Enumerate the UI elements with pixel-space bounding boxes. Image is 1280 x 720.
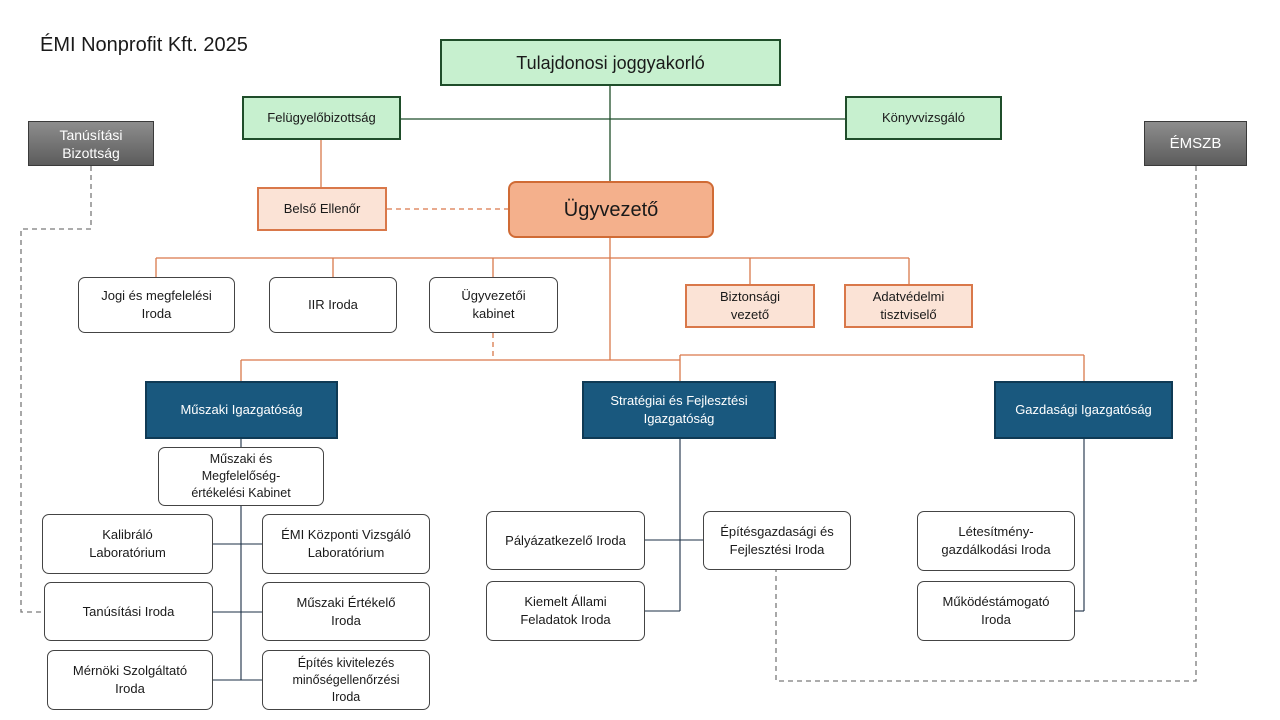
chart-title: ÉMI Nonprofit Kft. 2025	[40, 34, 248, 56]
ceo-cabinet-box: Ügyvezetői kabinet	[429, 277, 558, 333]
internal-auditor-box: Belső Ellenőr	[257, 187, 387, 231]
iir-office-box: IIR Iroda	[269, 277, 397, 333]
technical-evaluator-box: Műszaki Értékelő Iroda	[262, 582, 430, 641]
strategy-directorate-box: Stratégiai és Fejlesztési Igazgatóság	[582, 381, 776, 439]
operations-support-box: Működéstámogató Iroda	[917, 581, 1075, 641]
state-tasks-box: Kiemelt Állami Feladatok Iroda	[486, 581, 645, 641]
legal-office-box: Jogi és megfelelési Iroda	[78, 277, 235, 333]
technical-cabinet-box: Műszaki és Megfelelőség- értékelési Kabi…	[158, 447, 324, 506]
data-protection-officer-box: Adatvédelmi tisztviselő	[844, 284, 973, 328]
economic-directorate-box: Gazdasági Igazgatóság	[994, 381, 1173, 439]
auditor-box: Könyvvizsgáló	[845, 96, 1002, 140]
emszb-box: ÉMSZB	[1144, 121, 1247, 166]
certification-committee-box: Tanúsítási Bizottság	[28, 121, 154, 166]
engineering-services-box: Mérnöki Szolgáltató Iroda	[47, 650, 213, 710]
top-connectors	[401, 86, 845, 181]
tender-office-box: Pályázatkezelő Iroda	[486, 511, 645, 570]
construction-quality-box: Építés kivitelezés minőségellenőrzési Ir…	[262, 650, 430, 710]
facility-management-box: Létesítmény- gazdálkodási Iroda	[917, 511, 1075, 571]
central-test-lab-box: ÉMI Központi Vizsgáló Laboratórium	[262, 514, 430, 574]
ceo-box: Ügyvezető	[508, 181, 714, 238]
dashed-orange	[387, 208, 508, 358]
construction-economics-box: Építésgazdasági és Fejlesztési Iroda	[703, 511, 851, 570]
owner-box: Tulajdonosi joggyakorló	[440, 39, 781, 86]
technical-directorate-box: Műszaki Igazgatóság	[145, 381, 338, 439]
dashed-grey	[20, 166, 1197, 682]
calibration-lab-box: Kalibráló Laboratórium	[42, 514, 213, 574]
ceo-connectors	[155, 140, 1085, 381]
supervisory-board-box: Felügyelőbizottság	[242, 96, 401, 140]
certification-office-box: Tanúsítási Iroda	[44, 582, 213, 641]
directorate-connectors	[213, 439, 1085, 681]
security-officer-box: Biztonsági vezető	[685, 284, 815, 328]
